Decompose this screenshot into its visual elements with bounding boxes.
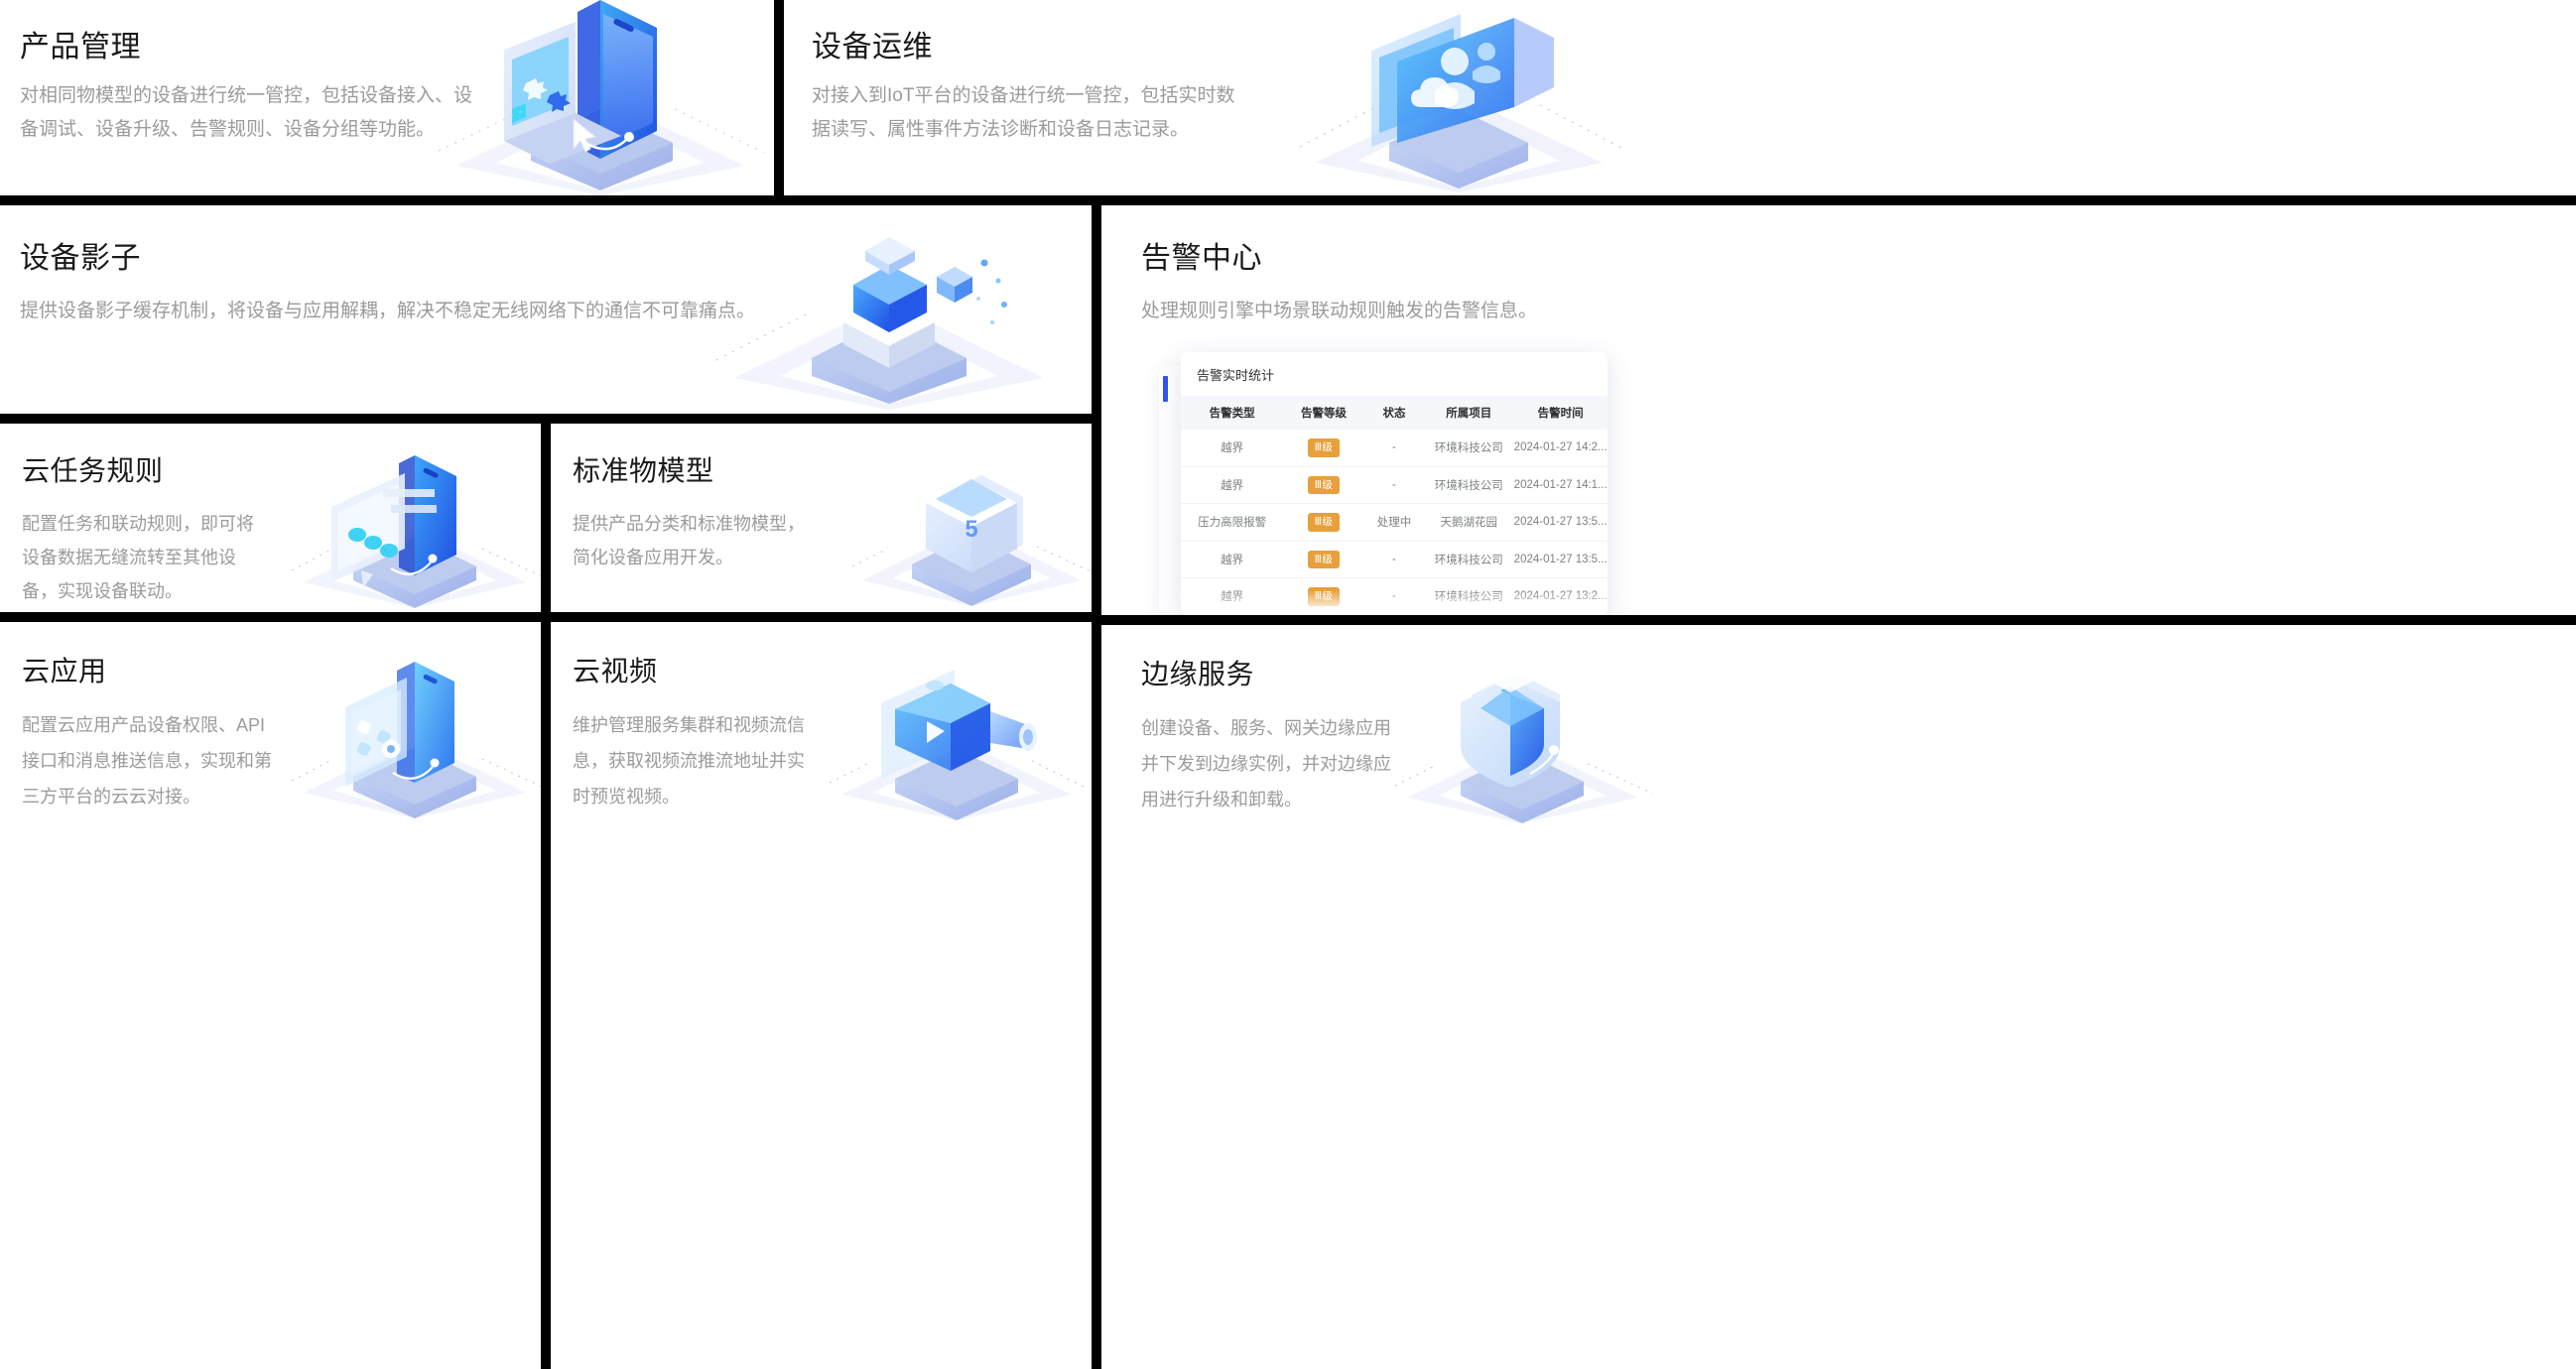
card-description: 提供产品分类和标准物模型，简化设备应用开发。 <box>573 514 805 567</box>
card-description: 维护管理服务集群和视频流信息，获取视频流推流地址并实时预览视频。 <box>573 715 805 807</box>
card-device-ops-body: 设备运维 对接入到IoT平台的设备进行统一管控，包括实时数据读写、属性事件方法诊… <box>784 0 2576 147</box>
cell-alarm-type: 压力高限报警 <box>1181 503 1284 542</box>
cell-alarm-level: Ⅲ级 <box>1283 541 1364 578</box>
alarm-level-badge: Ⅲ级 <box>1307 550 1341 568</box>
card-description: 创建设备、服务、网关边缘应用并下发到边缘实例，并对边缘应用进行升级和卸载。 <box>1141 718 1391 809</box>
alarm-table-head: 告警类型 告警等级 状态 所属项目 告警时间 <box>1181 396 1608 430</box>
card-description: 提供设备影子缓存机制，将设备与应用解耦，解决不稳定无线网络下的通信不可靠痛点。 <box>20 301 756 321</box>
alarm-level-badge: Ⅲ级 <box>1307 475 1341 494</box>
card-title: 告警中心 <box>1141 242 1262 275</box>
cell-alarm-time: 2024-01-27 14:2... <box>1513 430 1608 467</box>
cell-alarm-time: 2024-01-27 13:5... <box>1513 503 1608 542</box>
card-title: 云应用 <box>22 656 107 686</box>
cell-alarm-level: Ⅲ级 <box>1283 466 1364 504</box>
card-description: 配置云应用产品设备权限、API接口和消息推送信息，实现和第三方平台的云云对接。 <box>22 715 272 807</box>
alarm-level-badge: Ⅲ级 <box>1307 438 1341 457</box>
card-alarm-center[interactable]: 告警中心 处理规则引擎中场景联动规则触发的告警信息。 告警实时统计 告警类型 告… <box>1101 205 2576 615</box>
card-title: 设备影子 <box>20 242 141 275</box>
cell-status: - <box>1363 430 1425 467</box>
card-device-ops[interactable]: 设备运维 对接入到IoT平台的设备进行统一管控，包括实时数据读写、属性事件方法诊… <box>784 0 2576 195</box>
card-standard-thing-model[interactable]: 5 标准物模型 提供产品分类和标准物模型，简化设备应用开发。 <box>551 424 1092 612</box>
card-title: 边缘服务 <box>1141 659 1255 689</box>
card-title: 设备运维 <box>812 31 933 63</box>
column-header-status[interactable]: 状态 <box>1363 396 1425 430</box>
card-edge-service-body: 边缘服务 创建设备、服务、网关边缘应用并下发到边缘实例，并对边缘应用进行升级和卸… <box>1101 625 2576 817</box>
card-title: 产品管理 <box>20 31 141 63</box>
card-description: 处理规则引擎中场景联动规则触发的告警信息。 <box>1141 301 1538 321</box>
card-title: 云视频 <box>573 656 658 686</box>
card-cloud-video-body: 云视频 维护管理服务集群和视频流信息，获取视频流推流地址并实时预览视频。 <box>551 622 1092 814</box>
card-description: 对接入到IoT平台的设备进行统一管控，包括实时数据读写、属性事件方法诊断和设备日… <box>812 85 1235 140</box>
column-header-alarm-level[interactable]: 告警等级 <box>1283 396 1364 430</box>
card-device-shadow[interactable]: 设备影子 提供设备影子缓存机制，将设备与应用解耦，解决不稳定无线网络下的通信不可… <box>0 205 1092 414</box>
cell-alarm-time: 2024-01-27 13:5... <box>1513 541 1608 578</box>
cell-project: 天鹅湖花园 <box>1424 503 1514 542</box>
card-edge-service[interactable]: 边缘服务 创建设备、服务、网关边缘应用并下发到边缘实例，并对边缘应用进行升级和卸… <box>1101 625 2576 1369</box>
alarm-level-badge: Ⅲ级 <box>1307 513 1341 532</box>
card-title: 云任务规则 <box>22 455 164 486</box>
alarm-accent-bar <box>1163 376 1168 402</box>
cell-alarm-time: 2024-01-27 14:1... <box>1513 466 1608 504</box>
cell-status: - <box>1363 541 1425 578</box>
card-cloud-task-rule[interactable]: 云任务规则 配置任务和联动规则，即可将设备数据无缝流转至其他设备，实现设备联动。 <box>0 424 541 612</box>
cell-project: 环境科技公司 <box>1424 430 1514 467</box>
card-cloud-application[interactable]: 云应用 配置云应用产品设备权限、API接口和消息推送信息，实现和第三方平台的云云… <box>0 622 541 1369</box>
cell-project: 环境科技公司 <box>1424 541 1514 578</box>
cell-status: 处理中 <box>1363 503 1425 542</box>
card-cloud-video[interactable]: 云视频 维护管理服务集群和视频流信息，获取视频流推流地址并实时预览视频。 <box>551 622 1092 1369</box>
card-cloud-task-rule-body: 云任务规则 配置任务和联动规则，即可将设备数据无缝流转至其他设备，实现设备联动。 <box>0 424 541 608</box>
cell-alarm-type: 越界 <box>1181 430 1284 467</box>
card-cloud-application-body: 云应用 配置云应用产品设备权限、API接口和消息推送信息，实现和第三方平台的云云… <box>0 622 541 814</box>
card-description: 对相同物模型的设备进行统一管控，包括设备接入、设备调试、设备升级、告警规则、设备… <box>20 85 473 140</box>
card-product-management[interactable]: 产品管理 对相同物模型的设备进行统一管控，包括设备接入、设备调试、设备升级、告警… <box>0 0 774 195</box>
cell-alarm-level: Ⅲ级 <box>1283 503 1364 542</box>
cell-status: - <box>1363 466 1425 504</box>
card-product-management-body: 产品管理 对相同物模型的设备进行统一管控，包括设备接入、设备调试、设备升级、告警… <box>0 0 774 147</box>
column-header-project[interactable]: 所属项目 <box>1424 396 1514 430</box>
card-description: 配置任务和联动规则，即可将设备数据无缝流转至其他设备，实现设备联动。 <box>22 514 254 601</box>
cell-alarm-type: 越界 <box>1181 541 1284 578</box>
cell-alarm-type: 越界 <box>1181 466 1284 504</box>
cell-alarm-level: Ⅲ级 <box>1283 430 1364 467</box>
column-header-alarm-type[interactable]: 告警类型 <box>1181 396 1284 430</box>
alarm-table-fade-mask <box>1181 590 1608 615</box>
card-device-shadow-body: 设备影子 提供设备影子缓存机制，将设备与应用解耦，解决不稳定无线网络下的通信不可… <box>0 205 1092 328</box>
card-standard-thing-model-body: 标准物模型 提供产品分类和标准物模型，简化设备应用开发。 <box>551 424 1092 574</box>
cell-project: 环境科技公司 <box>1424 466 1514 504</box>
column-header-alarm-time[interactable]: 告警时间 <box>1513 396 1608 430</box>
card-title: 标准物模型 <box>573 455 714 486</box>
alarm-table-header-row: 告警类型 告警等级 状态 所属项目 告警时间 <box>1181 396 1608 430</box>
card-alarm-center-body: 告警中心 处理规则引擎中场景联动规则触发的告警信息。 <box>1101 205 2576 328</box>
alarm-panel-title: 告警实时统计 <box>1181 352 1608 396</box>
